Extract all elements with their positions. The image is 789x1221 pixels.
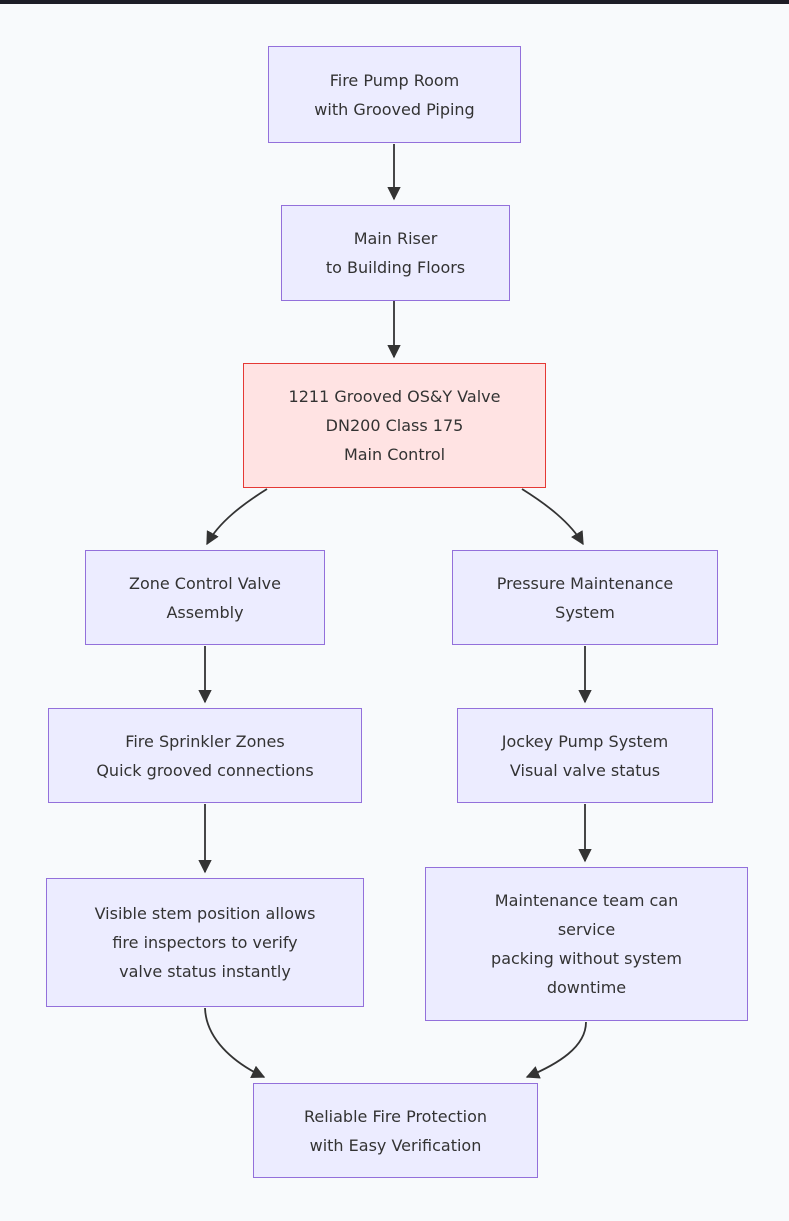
edge-valve-to-pressure [521, 488, 584, 546]
node-label-line: Visible stem position allows [94, 904, 316, 923]
node-label-line: valve status instantly [119, 962, 291, 981]
top-window-edge [0, 0, 789, 4]
node-label-line: Maintenance team can [494, 891, 679, 910]
node-label-line: packing without system [491, 949, 682, 968]
node-visible-stem-position: Visible stem position allows fire inspec… [46, 878, 364, 1007]
node-label-line: fire inspectors to verify [112, 933, 298, 952]
node-label-line: 1211 Grooved OS&Y Valve [288, 387, 501, 406]
node-pressure-maintenance: Pressure Maintenance System [452, 550, 718, 645]
node-label-line: Main Riser [353, 229, 438, 248]
edge-stem-to-reliable [204, 1007, 266, 1078]
node-label-line: Zone Control Valve [128, 573, 281, 593]
node-label-line: Main Control [343, 445, 446, 464]
node-label-line: service [557, 920, 616, 939]
node-label-line: downtime [546, 978, 627, 997]
node-reliable-fire-protection: Reliable Fire Protection with Easy Verif… [253, 1083, 538, 1178]
node-zone-control-valve: Zone Control Valve Assembly [85, 550, 325, 645]
node-label-line: Fire Sprinkler Zones [125, 731, 285, 751]
node-label-line: DN200 Class 175 [325, 416, 464, 435]
node-fire-sprinkler-zones: Fire Sprinkler Zones Quick grooved conne… [48, 708, 362, 803]
node-main-riser: Main Riser to Building Floors [281, 205, 510, 301]
node-osy-valve-main-control: 1211 Grooved OS&Y Valve DN200 Class 175 … [243, 363, 546, 488]
node-label-line: with Grooved Piping [314, 99, 475, 119]
node-fire-pump-room: Fire Pump Room with Grooved Piping [268, 46, 521, 143]
node-label-line: Quick grooved connections [96, 760, 314, 780]
node-jockey-pump-system: Jockey Pump System Visual valve status [457, 708, 713, 803]
node-label-line: System [555, 602, 615, 622]
node-label-line: Reliable Fire Protection [303, 1106, 488, 1126]
node-label-line: Fire Pump Room [329, 70, 460, 90]
node-label-line: Visual valve status [509, 760, 661, 780]
node-label-line: to Building Floors [325, 258, 466, 277]
edge-maintenance-to-reliable [525, 1021, 587, 1079]
node-maintenance-team: Maintenance team can service packing wit… [425, 867, 748, 1021]
node-label-line: Assembly [166, 602, 244, 622]
edge-valve-to-zone-control [206, 488, 268, 546]
node-label-line: Pressure Maintenance [496, 573, 674, 593]
node-label-line: with Easy Verification [309, 1135, 482, 1155]
node-label-line: Jockey Pump System [501, 731, 669, 751]
